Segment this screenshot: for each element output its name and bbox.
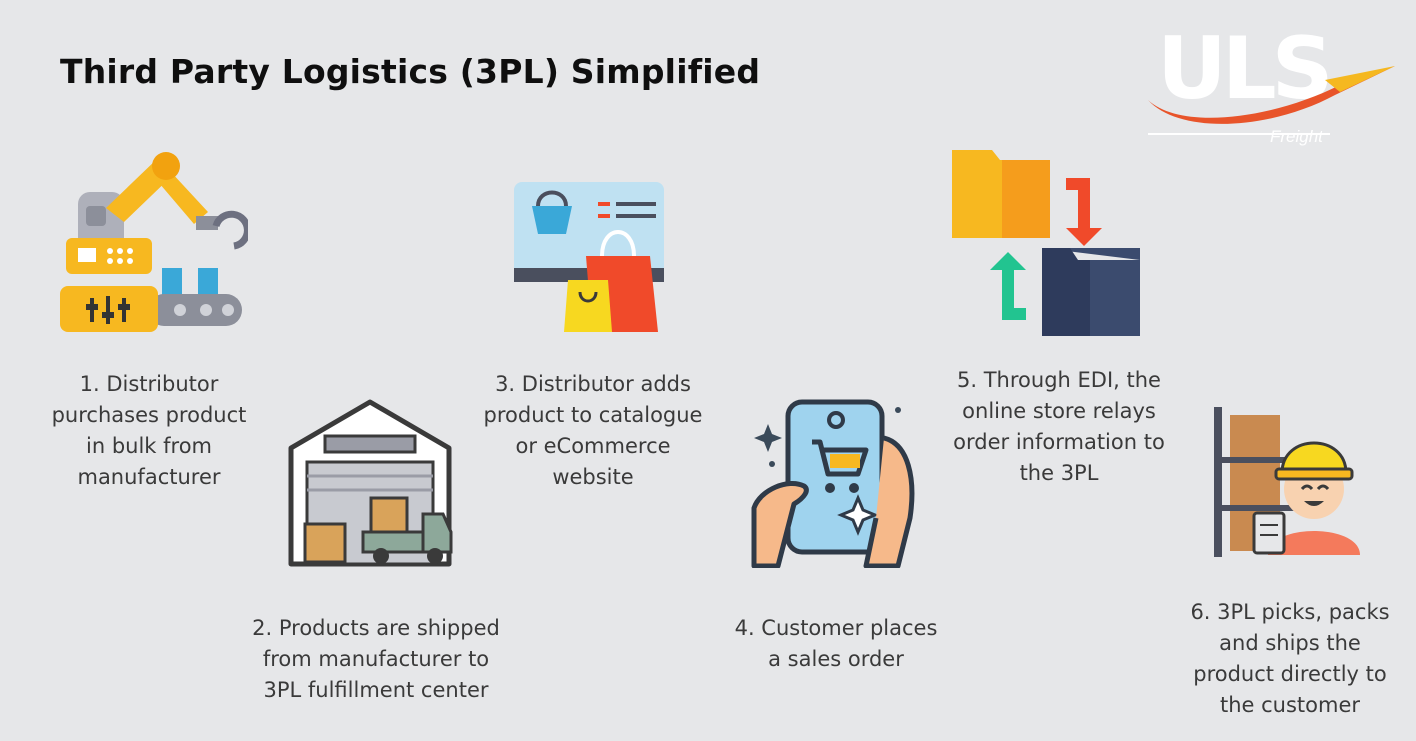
- step-3-caption: 3. Distributor adds product to catalogue…: [483, 372, 703, 489]
- warehouse-truck-icon: [288, 399, 453, 567]
- step-5-caption: 5. Through EDI, the online store relays …: [953, 368, 1165, 485]
- robotic-arm-icon: [60, 152, 248, 332]
- warehouse-worker-icon: [1214, 407, 1360, 557]
- online-shop-icon: [514, 182, 664, 332]
- page-title: Third Party Logistics (3PL) Simplified: [60, 52, 761, 91]
- phone-cart-icon: [751, 399, 915, 568]
- swoosh-icon: [1148, 66, 1395, 135]
- company-logo: ULS Freight: [1140, 26, 1400, 150]
- logo-wordmark: ULS: [1157, 19, 1334, 119]
- step-4-caption: 4. Customer places a sales order: [734, 616, 938, 671]
- logo-subtitle: Freight: [1270, 127, 1323, 146]
- folder-exchange-icon: [952, 150, 1140, 336]
- step-6-caption: 6. 3PL picks, packs and ships the produc…: [1190, 600, 1390, 717]
- step-1-caption: 1. Distributor purchases product in bulk…: [51, 372, 247, 489]
- step-2-caption: 2. Products are shipped from manufacture…: [252, 616, 500, 702]
